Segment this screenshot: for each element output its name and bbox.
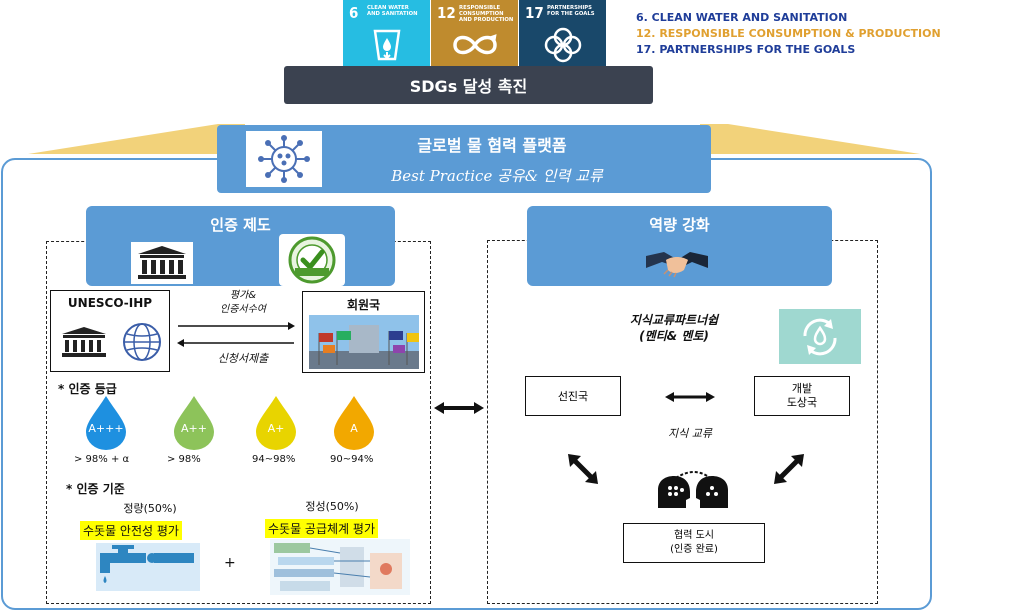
ihp-globe-icon [121,321,163,367]
advanced-country-label: 선진국 [557,390,589,403]
sdg-title: CLEAN WATER AND SANITATION [367,5,418,17]
right-arrow-icon [178,322,295,330]
grade-value: A++ [181,422,207,435]
rings-icon [519,24,606,66]
sdg-title: RESPONSIBLE CONSUMPTION AND PRODUCTION [459,5,514,23]
sdg-tile-12: 12 RESPONSIBLE CONSUMPTION AND PRODUCTIO… [431,0,518,66]
recycle-water-icon [779,309,861,364]
criteria-title: * 인증 기준 [66,482,125,496]
arrow-top-label: 평가& 인증서수여 [220,290,266,315]
water-system-diagram-icon [270,539,410,595]
grade-drop-icon: A+ [252,394,300,450]
grade-drop-icon: A [330,394,378,450]
water-glass-icon [343,24,430,66]
exchange-label: 지식 교류 [668,427,712,440]
member-label: 회원국 [346,298,381,312]
sdg-number: 6 [349,4,359,22]
grade-value: A+++ [88,422,124,435]
handshake-icon [644,244,710,284]
quant-label: 정량(50%) [123,502,177,515]
sdg-legend-6: 6. CLEAN WATER AND SANITATION [636,11,848,24]
grade-range-label: 90~94% [330,454,374,465]
capacity-header: 역량 강화 [527,206,832,286]
advanced-country-box: 선진국 [525,376,621,416]
developing-country-label: 개발 도상국 [786,382,818,409]
exchange-arrow-icon [665,392,715,402]
sdg-number: 17 [525,4,544,22]
cooperation-city-box: 협력 도시 (인증 완료) [623,523,765,563]
cooperation-city-label: 협력 도시 (인증 완료) [670,530,718,555]
diagonal-arrow-left-icon [568,454,598,484]
faucet-icon [96,543,200,591]
certification-title: 인증 제도 [210,216,271,234]
unesco-ihp-box: UNESCO-IHP [50,290,170,372]
sdg-tile-17: 17 PARTNERSHIPS FOR THE GOALS [519,0,606,66]
sdg-tile-6: 6 CLEAN WATER AND SANITATION [343,0,430,66]
sdg-number: 12 [437,4,456,22]
grade-range-label: 94~98% [252,454,296,465]
grade-value: A+ [267,422,285,435]
unesco-ihp-label: UNESCO-IHP [67,296,153,310]
sdg-legend-17: 17. PARTNERSHIPS FOR THE GOALS [636,43,856,56]
unesco-temple-icon [59,325,109,363]
capacity-title: 역량 강화 [649,216,710,234]
left-arrow-icon [177,339,294,347]
virus-network-icon [246,131,322,187]
grade-title: * 인증 등급 [58,382,117,396]
grade-value: A [350,422,358,435]
platform-box: 글로벌 물 협력 플랫폼 Best Practice 공유& 인력 교류 [217,125,711,193]
developing-country-box: 개발 도상국 [754,376,850,416]
quant-title: 수돗물 안전성 평가 [80,521,182,540]
sdg-legend-12: 12. RESPONSIBLE CONSUMPTION & PRODUCTION [636,27,941,40]
unesco-logo-icon [131,242,193,284]
sdg-title: PARTNERSHIPS FOR THE GOALS [547,5,595,17]
grade-range-label: > 98% [167,454,201,465]
grade-drop-icon: A++ [170,394,218,450]
diagonal-arrow-right-icon [774,454,804,484]
grade-drop-icon: A+++ [82,394,130,450]
platform-wings [28,124,920,154]
brain-exchange-icon [654,468,732,518]
flags-image-icon [309,315,419,369]
partnership-label: 지식교류파트너쉽 (멘티& 멘토) [629,313,719,343]
double-arrow-icon [434,402,484,414]
certification-header: 인증 제도 [86,206,395,286]
sdg-banner: SDGs 달성 촉진 [284,66,653,104]
qual-label: 정성(50%) [305,500,359,513]
arrow-bottom-label: 신청서제출 [217,352,269,365]
platform-title: 글로벌 물 협력 플랫폼 [417,136,567,155]
grade-range-label: > 98% + α [74,454,130,465]
member-box: 회원국 [302,291,425,373]
sdg-banner-label: SDGs 달성 촉진 [409,77,528,96]
platform-subtitle: Best Practice 공유& 인력 교류 [391,167,603,185]
approved-stamp-icon [279,234,345,286]
plus-sign: + [224,555,236,571]
infinity-icon [431,24,518,66]
qual-title: 수돗물 공급체계 평가 [265,519,378,538]
